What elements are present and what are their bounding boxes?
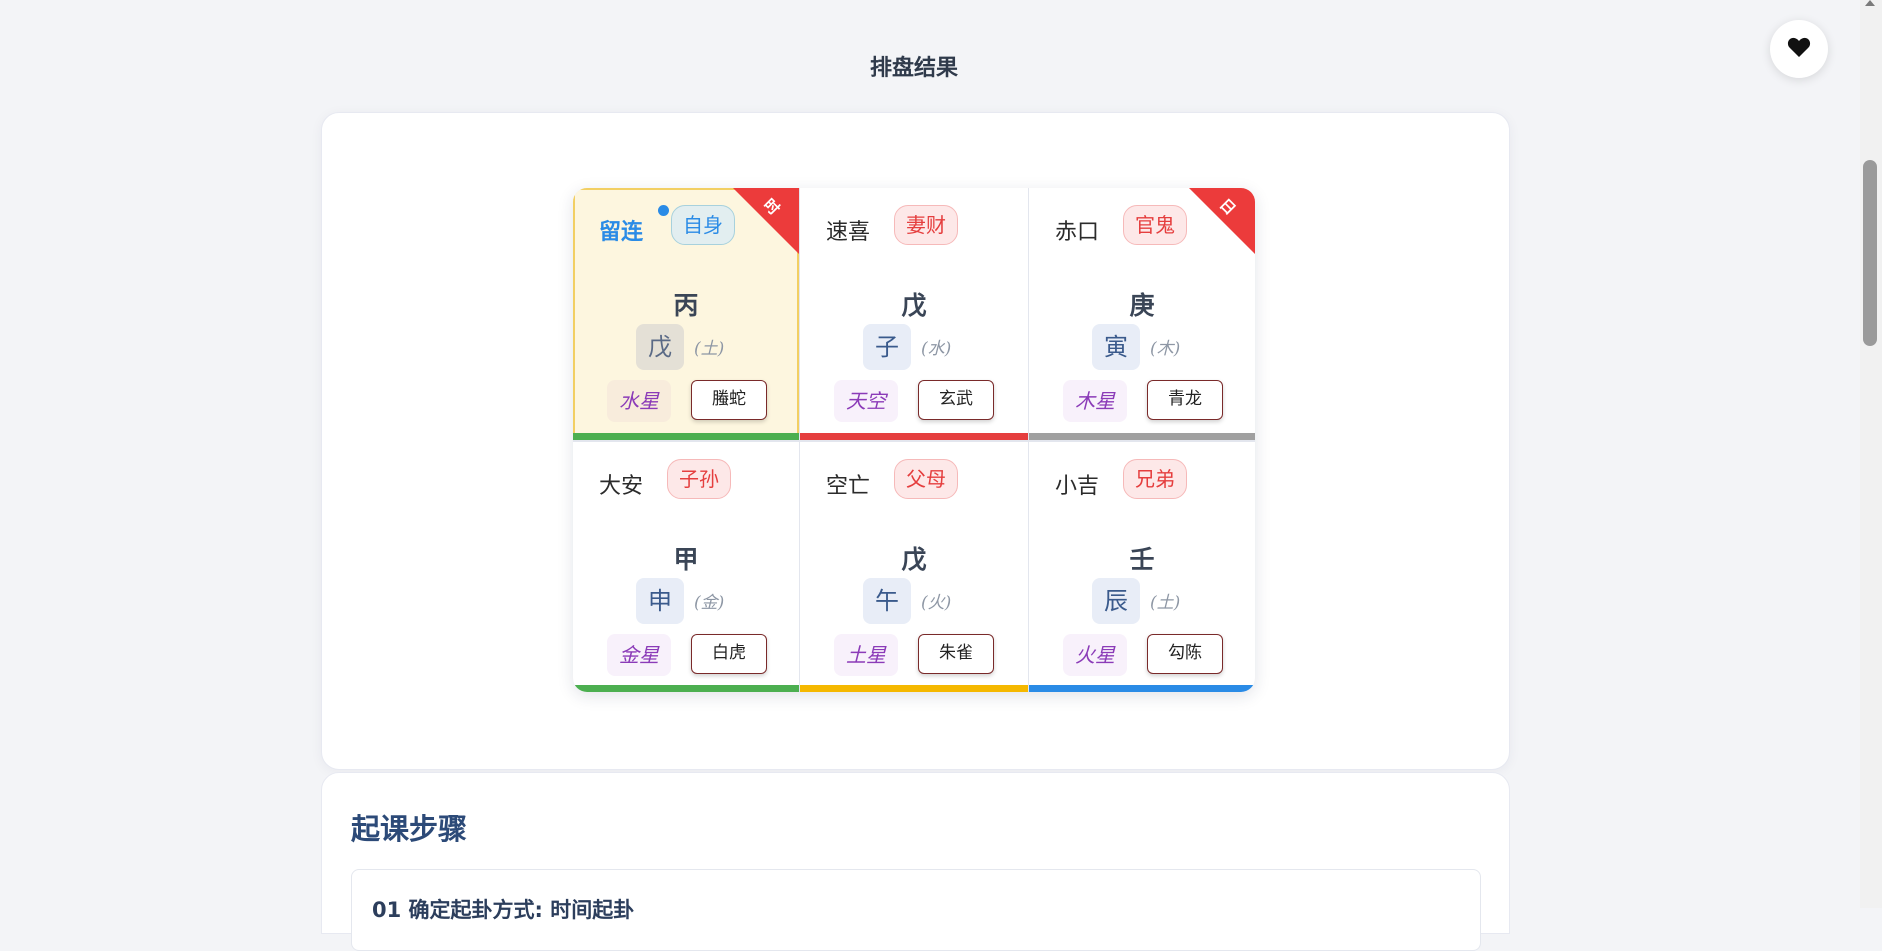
page-title: 排盘结果 [869,56,958,81]
corner-ribbon: 时 [733,188,799,254]
palace-cell[interactable]: 小吉 兄弟 壬 辰 (土) 火星 勾陈 [1029,442,1255,692]
earthly-branch: 寅 [1092,324,1140,370]
corner-ribbon: 日 [1189,188,1255,254]
palace-color-bar [1029,685,1255,692]
star-label: 水星 [607,380,671,422]
star-label: 火星 [1063,634,1127,676]
heavenly-stem: 丙 [673,291,699,320]
steps-card: 起课步骤 01 确定起卦方式: 时间起卦 [321,772,1510,951]
beast-label: 勾陈 [1147,634,1223,674]
relation-badge: 妻财 [894,205,958,245]
beast-label: 螣蛇 [691,380,767,420]
earthly-branch: 申 [636,578,684,624]
earthly-branch: 辰 [1092,578,1140,624]
palace-color-bar [573,685,799,692]
palace-color-bar [1029,433,1255,440]
five-element: (木) [1150,339,1181,359]
palace-name: 空亡 [826,474,871,499]
palace-cell[interactable]: 留连 自身 丙 戊 (土) 水星 螣蛇 时 [573,188,799,440]
five-element: (金) [694,593,725,613]
palace-grid: 留连 自身 丙 戊 (土) 水星 螣蛇 时 速喜 妻财 戊 子 (水) 天空 玄… [573,188,1255,692]
five-element: (土) [694,339,725,359]
palace-cell[interactable]: 速喜 妻财 戊 子 (水) 天空 玄武 [800,188,1028,440]
palace-color-bar [800,433,1028,440]
earthly-branch: 子 [863,324,911,370]
scrollbar-track[interactable] [1860,0,1882,908]
heavenly-stem: 壬 [1129,545,1155,574]
beast-label: 玄武 [918,380,994,420]
heavenly-stem: 戊 [901,545,927,574]
palace-name: 留连 [599,219,644,245]
star-label: 天空 [834,380,898,422]
heart-icon [1787,36,1811,62]
scroll-up-arrow-icon[interactable] [1865,0,1875,6]
step-item[interactable]: 01 确定起卦方式: 时间起卦 [351,869,1481,951]
favorite-button[interactable] [1770,20,1828,78]
beast-label: 青龙 [1147,380,1223,420]
relation-badge: 兄弟 [1123,459,1187,499]
palace-name: 小吉 [1055,474,1100,499]
scrollbar-thumb[interactable] [1863,160,1877,346]
earthly-branch: 午 [863,578,911,624]
heavenly-stem: 甲 [673,545,699,574]
beast-label: 白虎 [691,634,767,674]
earthly-branch: 戊 [636,324,684,370]
five-element: (土) [1150,593,1181,613]
five-element: (火) [921,593,952,613]
ribbon-label: 时 [759,195,784,219]
star-label: 木星 [1063,380,1127,422]
beast-label: 朱雀 [918,634,994,674]
palace-cell[interactable]: 空亡 父母 戊 午 (火) 土星 朱雀 [800,442,1028,692]
star-label: 土星 [834,634,898,676]
palace-color-bar [800,685,1028,692]
relation-badge: 子孙 [667,459,731,499]
steps-title: 起课步骤 [351,812,468,846]
star-label: 金星 [607,634,671,676]
heavenly-stem: 庚 [1129,291,1155,320]
step-label: 01 确定起卦方式: 时间起卦 [372,898,635,922]
palace-cell[interactable]: 赤口 官鬼 庚 寅 (木) 木星 青龙 日 [1029,188,1255,440]
palace-name: 大安 [599,474,644,499]
ribbon-label: 日 [1215,195,1240,219]
five-element: (水) [921,339,952,359]
palace-name: 速喜 [826,220,871,245]
palace-cell[interactable]: 大安 子孙 甲 申 (金) 金星 白虎 [573,442,799,692]
palace-color-bar [573,433,799,440]
self-marker-dot [658,205,669,216]
relation-badge: 父母 [894,459,958,499]
palace-name: 赤口 [1055,220,1100,245]
relation-badge: 官鬼 [1123,205,1187,245]
relation-badge: 自身 [671,205,735,245]
heavenly-stem: 戊 [901,291,927,320]
